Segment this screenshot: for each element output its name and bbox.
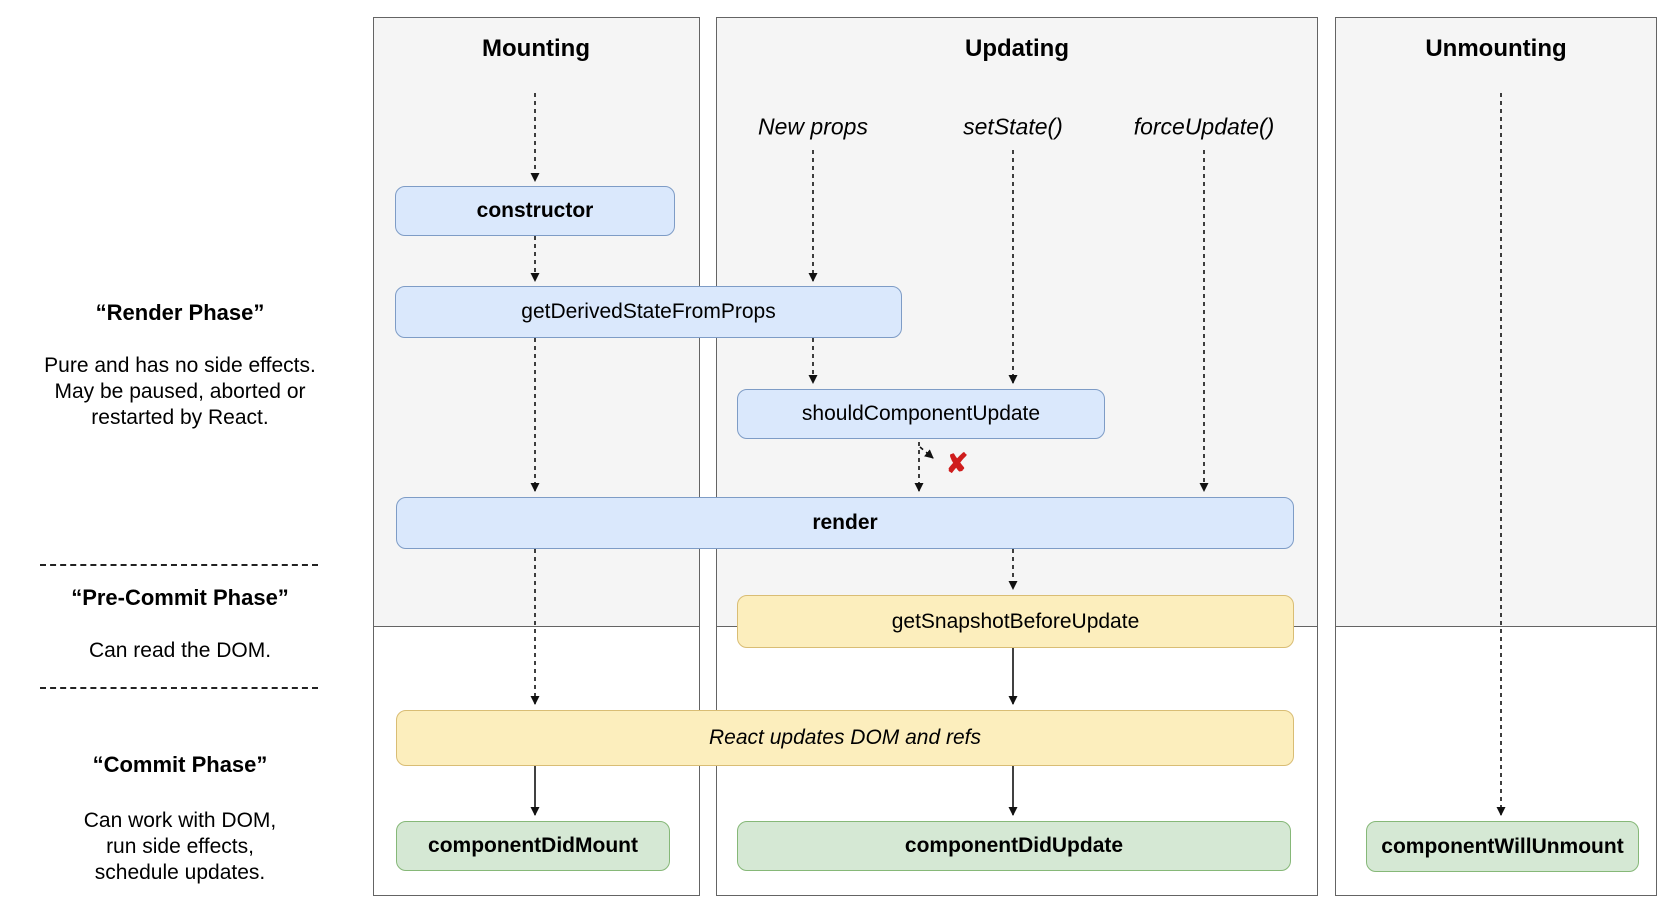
unmounting-render-phase-panel — [1335, 17, 1657, 627]
node-component-did-update: componentDidUpdate — [737, 821, 1291, 871]
render-phase-line: May be paused, aborted or — [54, 380, 306, 403]
node-react-updates-dom: React updates DOM and refs — [396, 710, 1294, 766]
commit-phase-line: Can work with DOM, — [83, 809, 277, 832]
node-component-will-unmount: componentWillUnmount — [1366, 821, 1639, 872]
render-phase-line: Pure and has no side effects. — [44, 354, 316, 377]
pre-commit-phase-line: Can read the DOM. — [88, 639, 272, 662]
phase-divider — [40, 687, 318, 689]
node-component-did-mount: componentDidMount — [396, 821, 670, 871]
render-phase-heading: “Render Phase” — [95, 300, 265, 325]
commit-phase-line: schedule updates. — [94, 861, 266, 884]
trigger-force-update: forceUpdate() — [1133, 113, 1275, 140]
updating-column-title: Updating — [965, 35, 1069, 62]
unmounting-column-title: Unmounting — [1425, 35, 1567, 62]
trigger-new-props: New props — [758, 113, 868, 140]
commit-phase-heading: “Commit Phase” — [92, 752, 268, 777]
node-get-snapshot-before-update: getSnapshotBeforeUpdate — [737, 595, 1294, 648]
node-constructor: constructor — [395, 186, 675, 236]
node-should-component-update: shouldComponentUpdate — [737, 389, 1105, 439]
trigger-set-state: setState() — [963, 113, 1063, 140]
no-update-x-icon: ✘ — [945, 448, 969, 479]
pre-commit-phase-heading: “Pre-Commit Phase” — [71, 585, 289, 610]
render-phase-line: restarted by React. — [91, 406, 269, 429]
node-render: render — [396, 497, 1294, 549]
mounting-column-title: Mounting — [482, 35, 590, 62]
commit-phase-line: run side effects, — [106, 835, 254, 858]
phase-divider — [40, 564, 318, 566]
node-get-derived-state-from-props: getDerivedStateFromProps — [395, 286, 902, 338]
